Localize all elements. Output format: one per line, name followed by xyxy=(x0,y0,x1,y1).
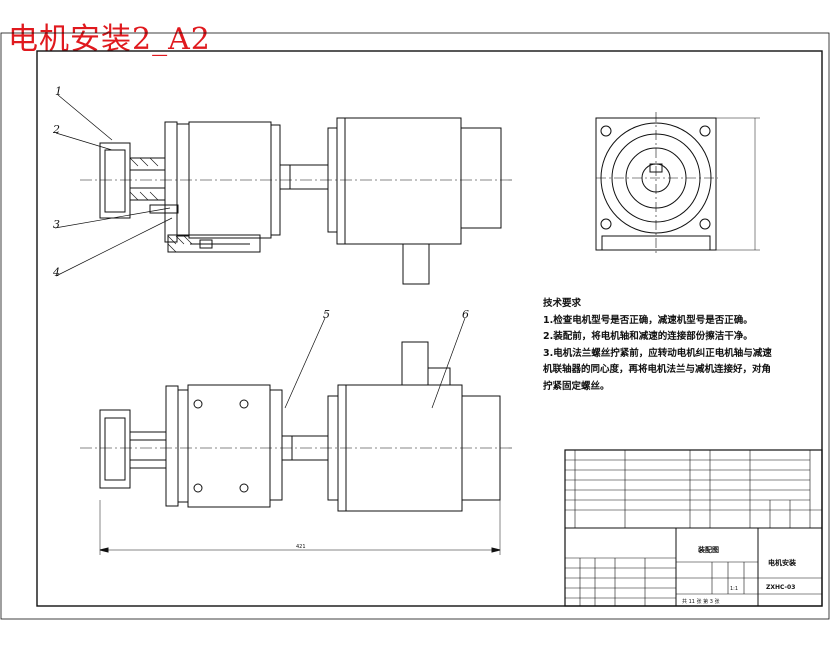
part-label-3: 3 xyxy=(53,218,60,231)
end-view xyxy=(595,112,760,255)
notes-line-2: 2.装配前，将电机轴和减速的连接部份擦洁干净。 xyxy=(543,331,753,342)
notes-line-1: 1.检查电机型号是否正确，减速机型号是否正确。 xyxy=(543,314,753,326)
part-label-1: 1 xyxy=(55,85,62,98)
title-block xyxy=(564,449,823,607)
bottom-plan-view xyxy=(80,317,515,555)
notes-line-5: 拧紧固定螺丝。 xyxy=(543,380,610,392)
drawing-name: 电机安装 xyxy=(768,558,796,567)
notes-line-4: 机联轴器的同心度，再将电机法兰与减机连接好，对角 xyxy=(543,364,772,375)
top-side-view xyxy=(54,94,515,285)
drawing-type: 装配图 xyxy=(697,545,719,554)
drawing-number: ZXHC-03 xyxy=(766,584,795,591)
sheet-info: 共 11 张 第 3 张 xyxy=(682,598,720,605)
part-label-6: 6 xyxy=(462,308,469,321)
technical-requirements: 技术要求 1.检查电机型号是否正确，减速机型号是否正确。 2.装配前，将电机轴和… xyxy=(543,296,783,395)
notes-heading: 技术要求 xyxy=(543,298,582,309)
part-label-5: 5 xyxy=(323,308,330,321)
drawing-scale: 1:1 xyxy=(730,586,738,592)
notes-line-3: 3.电机法兰螺丝拧紧前，应转动电机纠正电机轴与减速 xyxy=(543,347,772,359)
part-label-2: 2 xyxy=(52,123,60,136)
dimension-overall-length: 421 xyxy=(296,544,306,550)
part-label-4: 4 xyxy=(52,266,60,279)
